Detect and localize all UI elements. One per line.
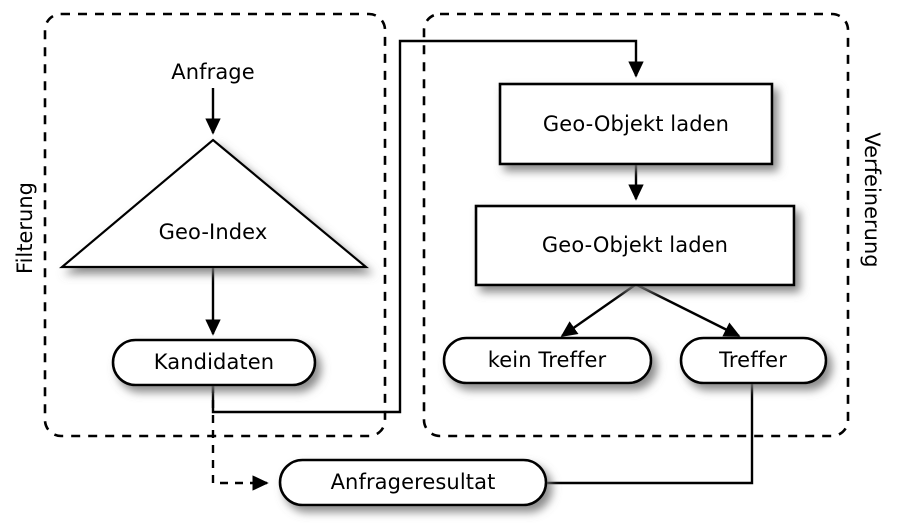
group-verfeinerung: Verfeinerung	[422, 12, 884, 438]
node-geo-objekt-laden-1-label: Geo-Objekt laden	[543, 112, 729, 136]
node-geo-objekt-laden-2-label: Geo-Objekt laden	[542, 233, 728, 257]
node-geo-index: Geo-Index	[58, 138, 370, 269]
node-anfrage: Anfrage	[171, 60, 255, 84]
group-filterung-border	[43, 12, 387, 438]
node-geo-index-shape	[58, 138, 370, 269]
node-anfrageresultat-label: Anfrageresultat	[331, 470, 496, 494]
edge-treffer-to-anfrageresultat	[544, 383, 754, 485]
node-kandidaten-shape	[111, 338, 317, 387]
group-verfeinerung-border	[422, 12, 850, 438]
node-kandidaten: Kandidaten	[111, 338, 317, 387]
node-kein-treffer-shape	[442, 336, 653, 385]
node-kein-treffer-label: kein Treffer	[488, 348, 607, 372]
node-treffer-label: Treffer	[718, 348, 787, 372]
node-geo-objekt-laden-1: Geo-Objekt laden	[498, 82, 774, 166]
node-anfrageresultat-shape	[278, 458, 548, 507]
edge-kandidaten-to-anfrageresultat	[211, 385, 269, 491]
group-filterung: Filterung	[13, 12, 387, 438]
edge-geo-objekt-laden-2-to-kein-treffer	[560, 284, 636, 337]
node-geo-objekt-laden-2-shape	[474, 204, 796, 287]
group-verfeinerung-label: Verfeinerung	[860, 132, 884, 267]
edge-geo-objekt-laden-2-to-treffer	[636, 283, 741, 338]
group-filterung-label: Filterung	[13, 182, 37, 274]
node-geo-objekt-laden-2: Geo-Objekt laden	[474, 204, 796, 287]
node-treffer-shape	[679, 336, 828, 385]
node-anfrageresultat: Anfrageresultat	[278, 458, 548, 507]
node-geo-index-label: Geo-Index	[159, 220, 268, 244]
node-geo-objekt-laden-1-shape	[498, 82, 774, 166]
node-kein-treffer: kein Treffer	[442, 336, 653, 385]
node-kandidaten-label: Kandidaten	[154, 350, 274, 374]
node-treffer: Treffer	[679, 336, 828, 385]
